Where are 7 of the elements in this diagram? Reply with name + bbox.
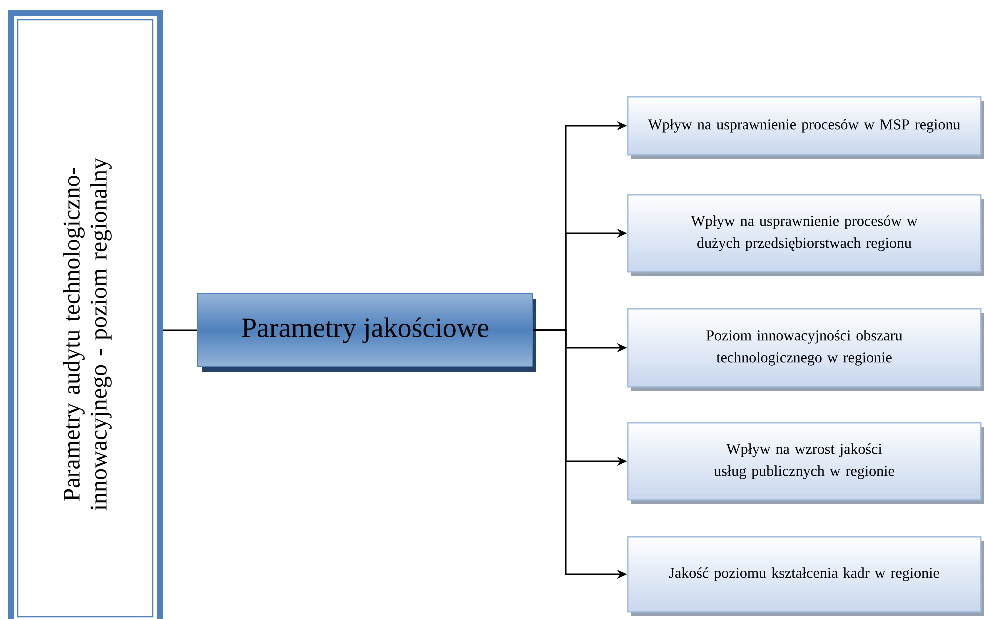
category-panel: Parametry audytu technologiczno-innowacyjnego - poziom regionalny (8, 10, 163, 619)
parameter-box: Jakość poziomu kształcenia kadr w regionie (627, 536, 984, 616)
parameter-box: Wpływ na usprawnienie procesów w dużych przedsiębiorstwach regionu (627, 194, 984, 276)
parameter-box: Poziom innowacyjności obszaru technologicznego w regionie (627, 308, 984, 391)
parameter-box: Wpływ na wzrost jakości usług publicznych w regionie (627, 422, 984, 504)
process-box: Parametry jakościowe (198, 294, 536, 372)
parameter-box: Wpływ na usprawnienie procesów w MSP regionu (627, 96, 984, 159)
